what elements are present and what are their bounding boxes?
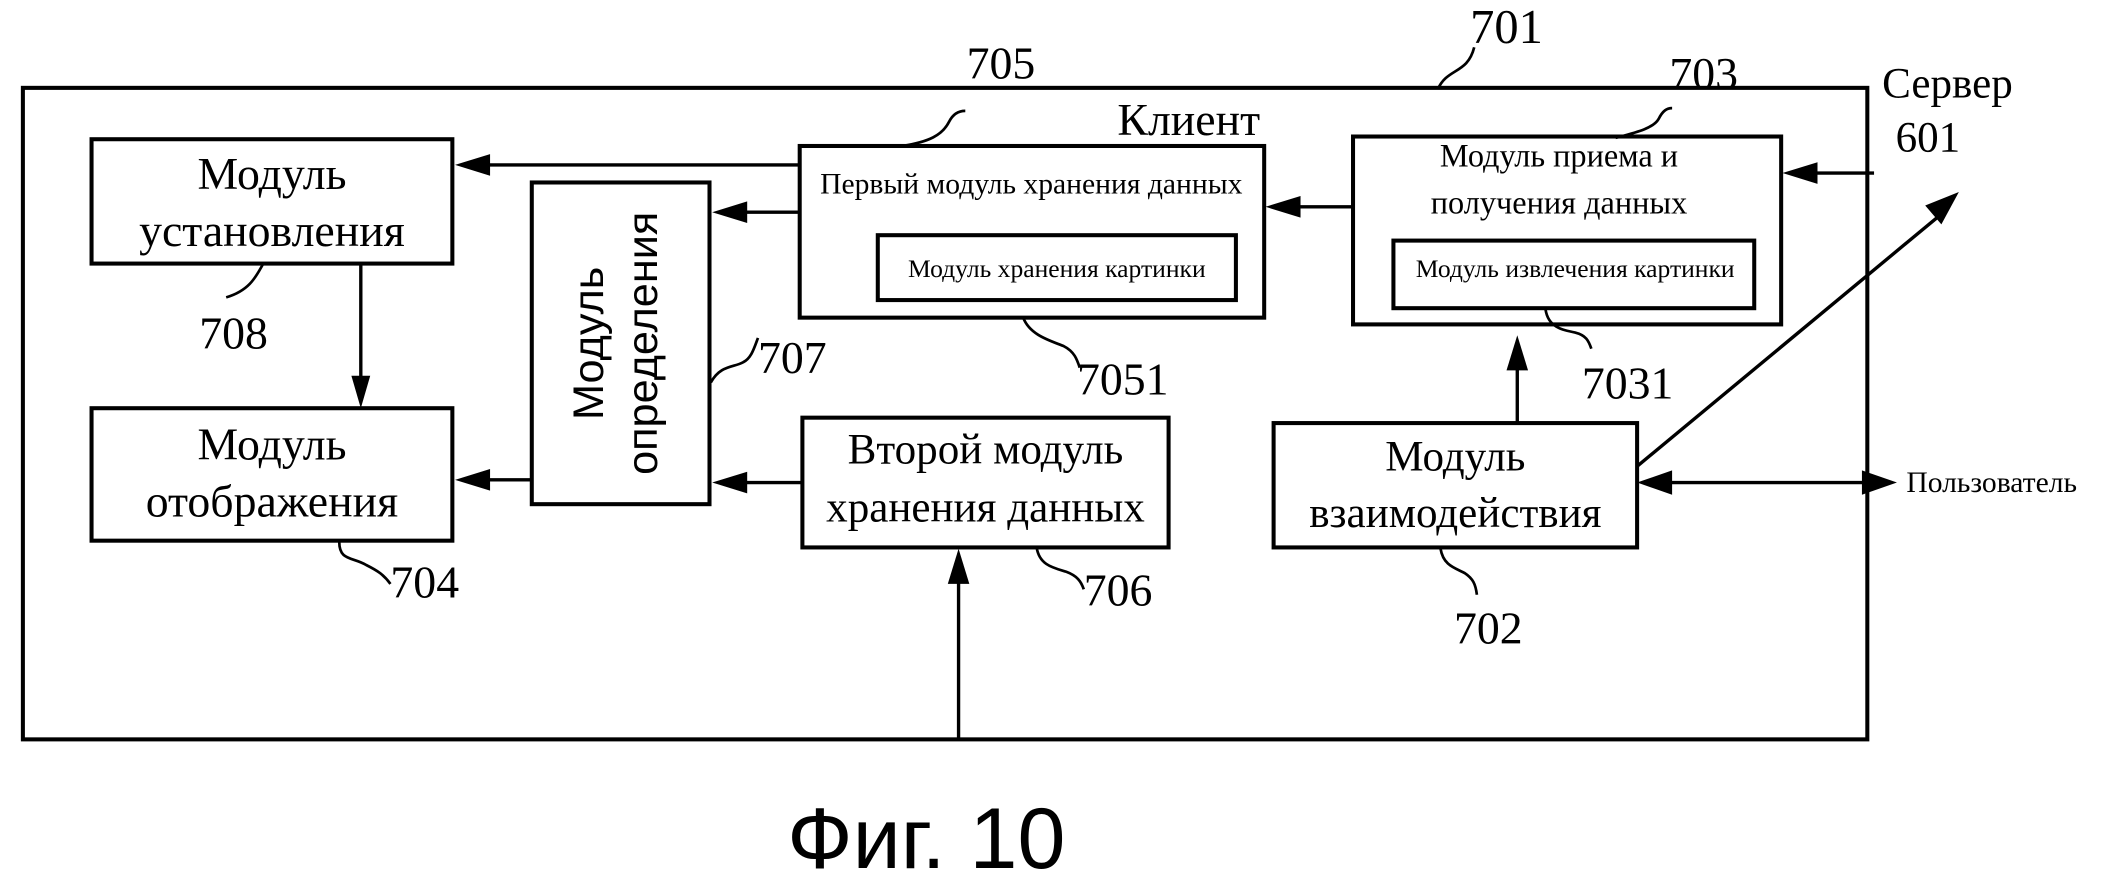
ref-707: 707 [758,332,827,383]
picture-extract-title: Модуль извлечения картинки [1416,254,1735,283]
receive-line1: Модуль приема и [1440,138,1678,174]
ref-704: 704 [390,556,459,607]
arrowhead [712,471,748,494]
ref-702: 702 [1454,602,1523,653]
establish-module: Модуль установления [89,137,455,266]
arrowhead [1782,162,1818,184]
leader-7031 [1544,309,1593,350]
leader-701 [1436,46,1476,90]
ref-703: 703 [1669,48,1738,99]
ref-7031: 7031 [1582,358,1674,409]
determine-line2: определения [619,212,667,475]
leader-708 [225,264,264,299]
determine-line1: Модуль [565,267,613,420]
interaction-line1: Модуль [1385,433,1525,480]
arrowhead [455,469,491,491]
establish-line1: Модуль [197,148,346,199]
first-storage-module: Первый модуль хранения данных Модуль хра… [797,143,1267,320]
leader-707 [709,337,760,384]
arrow-interaction-to-server [1636,214,1940,468]
user-label: Пользователь [1906,467,2077,499]
figure-caption: Фиг. 10 [787,791,1065,884]
arrowhead [1265,195,1301,218]
receive-module: Модуль приема и получения данных Модуль … [1351,134,1784,327]
ref-705: 705 [967,37,1036,88]
server-label: Сервер [1882,60,2013,107]
leader-702 [1439,548,1479,595]
second-storage-module: Второй модуль хранения данных [800,415,1171,550]
arrowhead [947,548,970,584]
ref-708: 708 [199,308,268,359]
arrowhead [1861,470,1897,495]
second-storage-line1: Второй модуль [848,427,1124,474]
arrowhead [351,375,371,409]
leader-704 [337,541,392,585]
ref-7051: 7051 [1077,354,1169,405]
arrowhead [1637,470,1673,495]
ref-701: 701 [1470,0,1543,54]
determine-module: Модуль определения [529,180,712,507]
arrowhead [455,154,491,176]
leader-706 [1035,547,1086,590]
ref-706: 706 [1084,564,1153,615]
client-frame [20,85,1870,742]
interaction-module: Модуль взаимодействия [1271,421,1640,550]
picture-extract-module [1391,238,1757,311]
picture-storage-module [875,233,1238,303]
leader-705 [901,109,966,148]
arrowhead [1506,335,1529,371]
arrowhead [1925,191,1959,225]
display-line2: отображения [146,475,398,526]
establish-line2: установления [139,205,405,256]
second-storage-line2: хранения данных [826,485,1145,532]
first-storage-title: Первый модуль хранения данных [820,168,1242,200]
client-label: Клиент [1117,94,1260,145]
display-module: Модуль отображения [89,406,455,543]
interaction-line2: взаимодействия [1309,490,1601,537]
leader-7051 [1021,317,1082,369]
display-line1: Модуль [197,418,346,469]
server-ref: 601 [1896,114,1961,161]
picture-storage-title: Модуль хранения картинки [908,254,1206,283]
leader-703 [1615,106,1673,140]
arrowhead [712,201,748,224]
receive-line2: получения данных [1431,186,1688,222]
